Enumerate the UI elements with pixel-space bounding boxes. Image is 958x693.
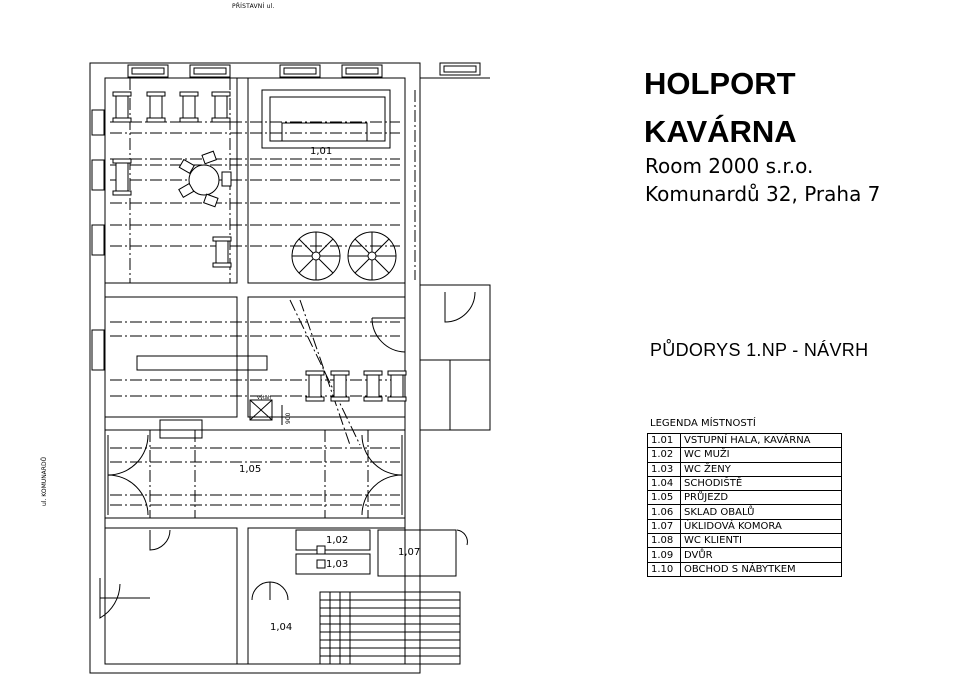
room-mid-left <box>104 296 238 418</box>
room-1-10-shop <box>104 527 238 665</box>
spiral-stairs <box>291 231 397 281</box>
legend-code: 1.02 <box>647 447 681 463</box>
room-1-07-storage <box>377 529 457 577</box>
street-label-top: PŘÍSTAVNÍ ul. <box>232 3 275 10</box>
room-1-03-wc <box>295 553 371 575</box>
legend-name: ÚKLIDOVÁ KOMORA <box>680 518 842 535</box>
drawing-title: PŮDORYS 1.NP - NÁVRH <box>650 340 869 360</box>
legend-name: OBCHOD S NÁBYTKEM <box>680 561 842 577</box>
legend-code: 1.05 <box>647 490 681 506</box>
street-label-left: ul. KOMUNARDŮ <box>40 457 48 506</box>
company-name: Room 2000 s.r.o. <box>645 154 814 178</box>
legend-name: WC KLIENTI <box>680 533 842 549</box>
room-label-1-07: 1,07 <box>398 547 421 558</box>
door-dimension: 900 <box>285 412 292 424</box>
room-1-01-right <box>247 77 406 284</box>
room-label-1-05: 1,05 <box>239 464 262 475</box>
legend-heading: LEGENDA MÍSTNOSTÍ <box>650 418 756 429</box>
legend-name: SKLAD OBALŮ <box>680 504 842 520</box>
legend-code: 1.06 <box>647 504 681 520</box>
outer-wall <box>89 62 421 674</box>
window-bays <box>91 62 481 371</box>
legend-code: 1.09 <box>647 547 681 563</box>
stair-flight <box>319 591 461 665</box>
elevator-tag: výtah <box>257 394 271 401</box>
company-address: Komunardů 32, Praha 7 <box>645 182 881 206</box>
room-1-04-stairs <box>247 527 406 665</box>
room-label-1-02: 1,02 <box>326 535 349 546</box>
bar-counter <box>261 89 391 149</box>
adjacent-wall <box>419 63 490 79</box>
title-line-2: KAVÁRNA <box>644 114 797 149</box>
legend-name: DVŮR <box>680 547 842 563</box>
outer-wall-inner <box>104 77 406 665</box>
legend-code: 1.08 <box>647 533 681 549</box>
legend-code: 1.03 <box>647 461 681 477</box>
room-1-02-wc <box>295 529 371 551</box>
legend-code: 1.01 <box>647 432 681 449</box>
legend-code: 1.04 <box>647 475 681 492</box>
legend-name: WC MUŽI <box>680 447 842 463</box>
legend-name: PRŮJEZD <box>680 490 842 506</box>
legend-name: SCHODIŠTĚ <box>680 475 842 492</box>
title-line-1: HOLPORT <box>644 66 796 101</box>
room-label-1-03: 1,03 <box>326 559 349 570</box>
elevator <box>249 399 273 421</box>
cafe-furniture <box>112 91 407 569</box>
room-label-1-01: 1,01 <box>310 146 333 157</box>
room-mid-right <box>247 296 406 418</box>
display-counter <box>136 355 268 371</box>
legend-code: 1.10 <box>647 561 681 577</box>
room-1-05-passage <box>104 429 406 519</box>
legend-code: 1.07 <box>647 518 681 535</box>
room-label-1-04: 1,04 <box>270 622 293 633</box>
courtyard-wall <box>420 284 491 431</box>
legend-name: VSTUPNÍ HALA, KAVÁRNA <box>680 432 842 449</box>
legend-name: WC ŽENY <box>680 461 842 477</box>
